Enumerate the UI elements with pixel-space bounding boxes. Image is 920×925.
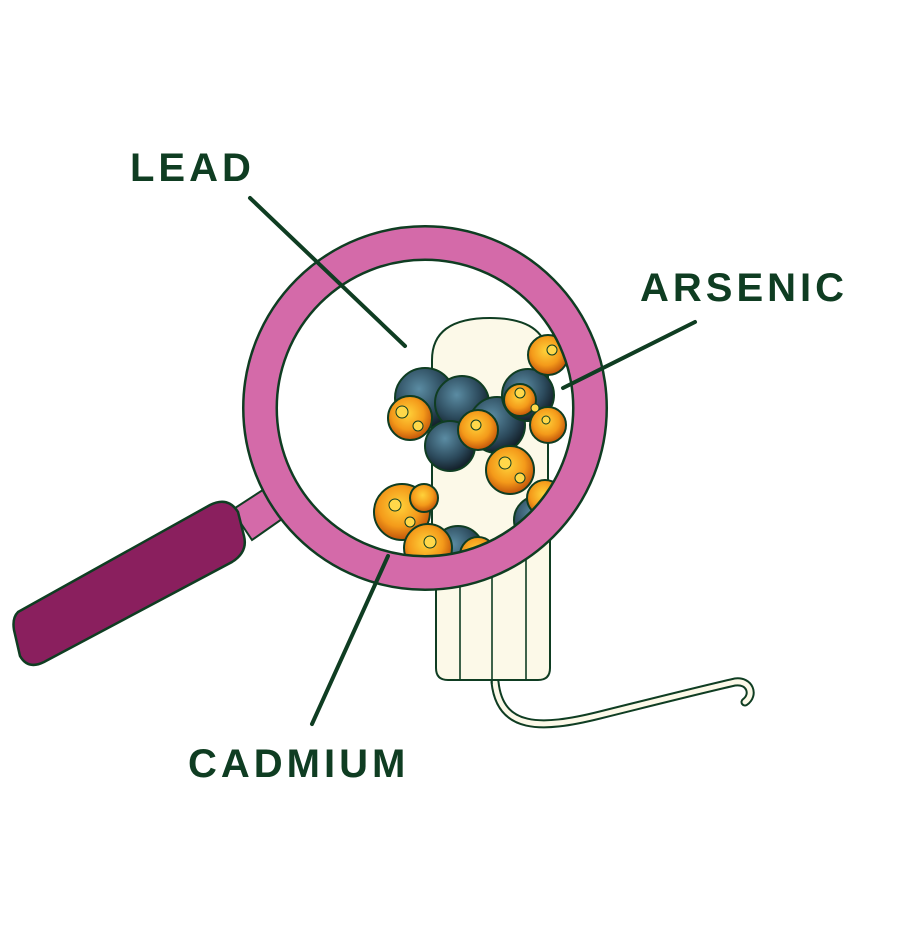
leader-line-arsenic [561, 320, 697, 390]
label-arsenic: ARSENIC [640, 266, 849, 310]
label-cadmium: CADMIUM [188, 742, 410, 786]
lens-view [277, 260, 573, 556]
leader-line-cadmium [310, 554, 390, 726]
magnifying-glass-icon [12, 482, 294, 667]
magnifier-ring-fill [244, 227, 606, 589]
tampon-string-fill [492, 679, 753, 727]
magnifier-handle [12, 500, 246, 667]
label-lead: LEAD [130, 146, 255, 190]
leader-line-lead [248, 196, 407, 348]
particle-highlights [388, 344, 558, 549]
